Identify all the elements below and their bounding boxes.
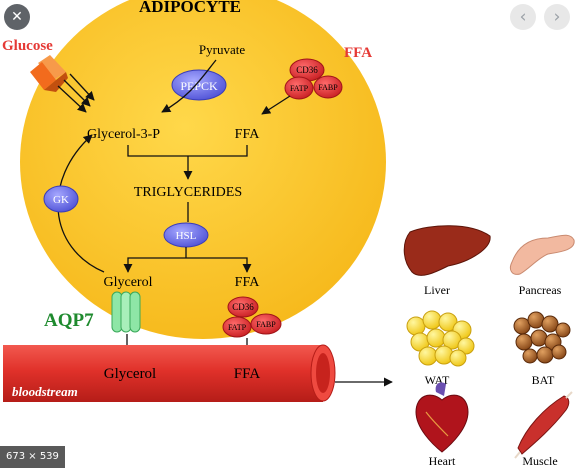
chevron-right-icon: › [553, 7, 561, 27]
muscle-icon [514, 391, 573, 459]
glycerol-3-p-label: Glycerol-3-P [87, 127, 160, 142]
close-icon: ✕ [11, 9, 23, 25]
ffa-efflux-transporter-icon: CD36 FATP FABP [222, 296, 282, 338]
hsl-label: HSL [176, 230, 197, 242]
pyruvate-label: Pyruvate [199, 42, 245, 57]
lipolysis-split-arrows [123, 247, 252, 273]
svg-text:FABP: FABP [318, 83, 338, 92]
liver-label: Liver [424, 283, 450, 297]
svg-text:CD36: CD36 [296, 65, 318, 75]
gk-label: GK [53, 194, 69, 206]
glycerol-intracellular-label: Glycerol [104, 275, 153, 290]
pepck-enzyme-icon [171, 69, 227, 101]
bloodstream-ffa-label: FFA [234, 366, 261, 382]
aqp7-channel-icon [111, 291, 141, 333]
svg-text:FABP: FABP [256, 320, 276, 329]
gk-enzyme-icon [43, 185, 79, 213]
heart-icon [415, 382, 469, 453]
image-dimensions-badge: 673 × 539 [0, 446, 65, 468]
ffa-released-label: FFA [235, 275, 261, 290]
close-button[interactable]: ✕ [4, 4, 30, 30]
bat-label: BAT [532, 373, 555, 387]
esterification-arrows [127, 145, 248, 180]
ffa-intracellular-label: FFA [235, 127, 261, 142]
pancreas-label: Pancreas [519, 283, 562, 297]
glucose-label: Glucose [2, 38, 53, 54]
wat-icon [406, 310, 475, 367]
triglycerides-label: TRIGLYCERIDES [134, 185, 242, 200]
next-image-button[interactable]: › [544, 4, 570, 30]
glucose-transporter-icon [30, 55, 68, 92]
svg-text:FATP: FATP [228, 323, 247, 332]
chevron-left-icon: ‹ [519, 7, 527, 27]
pancreas-icon [509, 234, 575, 275]
ffa-input-arrow [261, 95, 291, 115]
bloodstream-glycerol-label: Glycerol [104, 366, 156, 382]
bloodstream-vessel [3, 344, 336, 402]
glucose-arrows [57, 73, 95, 113]
pepck-label: PEPCK [180, 79, 218, 93]
diagram-title: ADIPOCYTE [139, 0, 241, 16]
aqp7-label: AQP7 [44, 310, 94, 331]
heart-label: Heart [429, 454, 456, 468]
bat-icon [513, 311, 571, 364]
ffa-input-label: FFA [344, 45, 372, 61]
bloodstream-label: bloodstream [12, 384, 78, 399]
svg-text:FATP: FATP [290, 84, 309, 93]
previous-image-button[interactable]: ‹ [510, 4, 536, 30]
ffa-input-transporter-icon: CD36 FATP FABP [284, 58, 343, 100]
muscle-label: Muscle [522, 454, 557, 468]
liver-icon [403, 225, 491, 276]
pyruvate-arrow [161, 59, 217, 113]
svg-text:CD36: CD36 [232, 302, 254, 312]
